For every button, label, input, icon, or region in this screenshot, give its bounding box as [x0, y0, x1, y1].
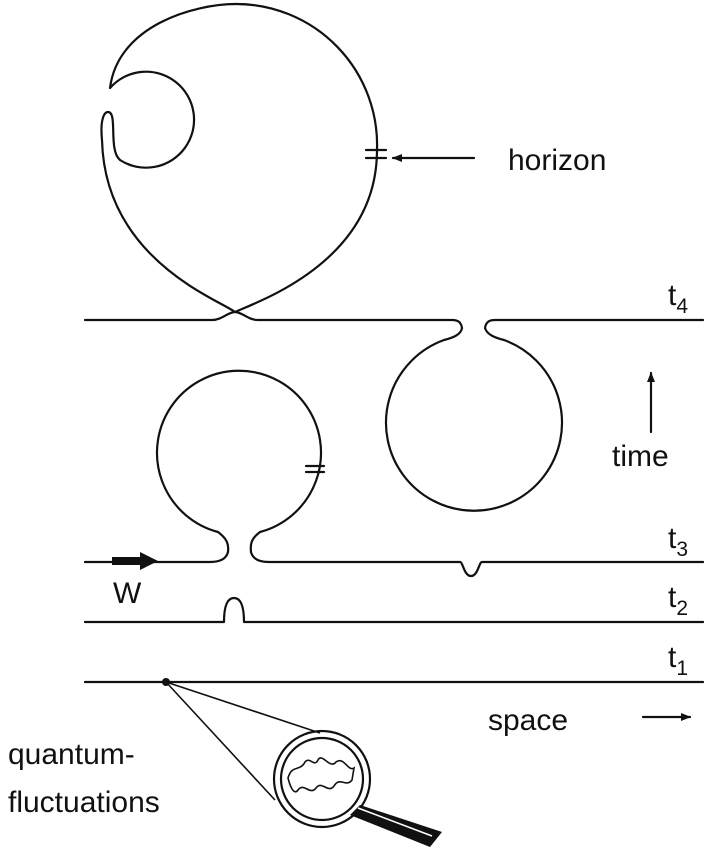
- horizon-label: horizon: [508, 144, 606, 177]
- magnifier-ray-upper: [165, 681, 321, 734]
- large-universe-bubble: [100, 2, 379, 314]
- t2-label: t2: [668, 581, 688, 620]
- t4-label: t4: [668, 279, 688, 318]
- time-slice-line-t4: [83, 310, 704, 330]
- magnifying-glass-icon: [272, 729, 442, 847]
- hanging-bubble-t4: [384, 326, 564, 512]
- t1-label: t1: [668, 641, 688, 680]
- quantum-fluctuations-label-line2: fluctuations: [8, 786, 160, 819]
- quantum-fluctuations-label-line1: quantum-: [8, 738, 135, 771]
- time-label: time: [612, 440, 669, 473]
- foam-squiggle: [287, 757, 356, 793]
- baby-universe-bubble-t3: [155, 369, 323, 554]
- space-label: space: [488, 704, 568, 737]
- magnifier-ray-lower: [165, 681, 276, 801]
- w-label: W: [113, 577, 142, 610]
- t3-label: t3: [668, 522, 688, 561]
- time-slice-line-t3: [83, 550, 704, 578]
- w-arrow-icon: [112, 552, 158, 570]
- time-slice-line-t2: [83, 596, 704, 624]
